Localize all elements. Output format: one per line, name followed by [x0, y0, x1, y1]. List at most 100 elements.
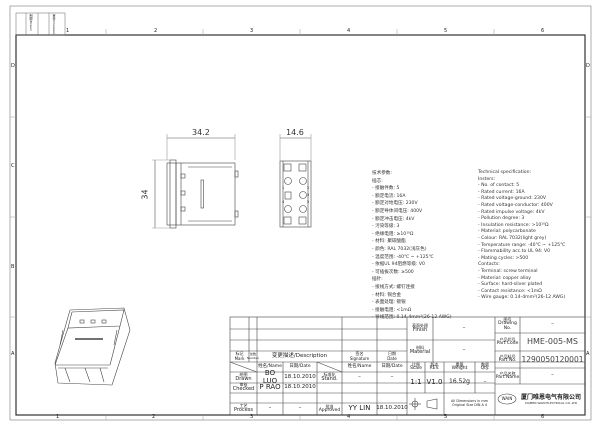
spec-line: - Material: copper alloy: [478, 275, 532, 281]
material-value: –: [462, 347, 466, 354]
pin-label-1: 1: [282, 186, 285, 190]
spec-line: 插芯:: [372, 178, 383, 184]
corner-table-drawn: 制图/Drawn: [29, 14, 33, 31]
spec-line: - Rated current: 16A: [478, 189, 525, 195]
spec-line: - Pollution degree: 3: [478, 216, 525, 222]
spec-line: - Rated impulse voltage: 4kV: [478, 209, 545, 215]
spec-line: - 污染等级: 3: [372, 224, 400, 230]
spec-line: - 温度范围: -40℃ ~ +125℃: [372, 254, 434, 260]
zone-bottom-3: 3: [250, 414, 254, 420]
part-name-value: –: [551, 372, 554, 379]
company-logo: WAIN: [501, 395, 513, 401]
spec-line: - 额定导体间电压: 400V: [372, 208, 423, 214]
spec-line: - Mating cycles: >500: [478, 255, 529, 261]
spec-line: - Material: polycarbonate: [478, 229, 536, 235]
spec-line: Technical specification:: [478, 170, 532, 175]
zone-side-d-right: D: [586, 63, 590, 69]
dimension-side-width: 14.6: [286, 128, 304, 137]
spec-line: Insters:: [478, 176, 496, 182]
zone-bottom-2: 2: [152, 414, 156, 420]
stand-date: –: [390, 373, 394, 380]
zone-top-1: 1: [66, 28, 70, 34]
part-code-value: HME-005-MS: [527, 336, 578, 346]
zone-top-3: 3: [250, 28, 254, 34]
finish-value: –: [462, 324, 466, 331]
side-view: [279, 134, 312, 228]
corner-table: [15, 12, 66, 36]
zone-side-a: A: [11, 351, 15, 357]
spec-line: - 接触件数: 5: [372, 186, 400, 192]
zone-bottom-1: 1: [56, 414, 60, 420]
zone-bottom-5: 5: [444, 414, 448, 420]
spec-line: - Colour: RAL 7032(light grey): [478, 235, 547, 241]
dimension-front-width: 34.2: [192, 128, 210, 137]
stand-name: –: [358, 373, 361, 380]
drawing-no-value: –: [551, 321, 554, 328]
description-label: 变更描述/Description: [271, 352, 328, 359]
spec-line: - 材料: 铜合金: [372, 292, 402, 298]
qty-value: –: [483, 378, 487, 385]
date-header-2: 日期/Date: [381, 363, 403, 369]
checked-date: 18.10.2010: [284, 384, 316, 391]
zone-top-5: 5: [444, 28, 448, 34]
spec-line: - Temperature range: -40℃ ~ +125℃: [478, 242, 566, 248]
spec-line: - 额定电流: 16A: [372, 193, 406, 199]
date-header: 日期/Date: [289, 363, 311, 369]
spec-line: - 表面处理: 镀银: [372, 300, 406, 306]
spec-english: Technical specification:Insters:- No. of…: [478, 170, 565, 302]
title-block-grid: [229, 316, 586, 416]
spec-line: - Wire gauge: 0.14-4mm²(26-12 AWG): [478, 295, 566, 301]
zone-side-b: B: [11, 264, 15, 270]
spec-line: - 依据UL 94阻燃等级: V0: [372, 262, 425, 268]
approved-name: YY LIN: [348, 404, 371, 413]
spec-line: - Surface: hard-silver plated: [478, 282, 543, 288]
zone-bottom-6: 6: [541, 414, 545, 420]
spec-chinese: 技术参数:插芯:- 接触件数: 5- 额定电流: 16A- 额定对地电压: 23…: [372, 170, 452, 322]
front-view: [152, 134, 239, 229]
spec-line: - 材料: 聚碳酸酯: [372, 239, 406, 245]
spec-line: - Rated voltage-conductor: 400V: [478, 202, 553, 208]
spec-line: - 接触电阻: <1mΩ: [372, 307, 412, 313]
spec-line: 技术参数:: [372, 171, 392, 176]
spec-line: - 可插拔次数: ≥500: [372, 269, 414, 275]
zone-bottom-4: 4: [347, 414, 351, 420]
checked-name: P RAO: [259, 383, 281, 392]
dimension-front-height: 34: [140, 189, 150, 200]
spec-line: - Contact resistance: <1mΩ: [478, 288, 542, 294]
zone-side-d: D: [11, 63, 15, 69]
spec-line: - 接线方式: 螺钉连接: [372, 284, 415, 290]
process-date: –: [298, 405, 302, 412]
spec-line: - Flammability acc.to UL 94: V0: [478, 249, 551, 255]
weight-value: 16.52g: [449, 378, 470, 386]
zone-side-c: C: [11, 163, 15, 169]
spec-line: - No. of contact: 5: [478, 183, 520, 189]
spec-line: - Insulation resistance: >10¹⁰Ω: [478, 222, 549, 228]
pin-label-3: 3: [307, 193, 310, 197]
zone-top-6: 6: [541, 28, 545, 34]
process-name: –: [268, 405, 272, 412]
spec-line: - 绝缘电阻: ≥10¹⁰Ω: [372, 231, 414, 237]
pin-label-2: 2: [307, 186, 310, 190]
spec-line: - Rated voltage-ground: 230V: [478, 196, 547, 202]
corner-table-checked: 审核/Checked: [52, 14, 56, 34]
